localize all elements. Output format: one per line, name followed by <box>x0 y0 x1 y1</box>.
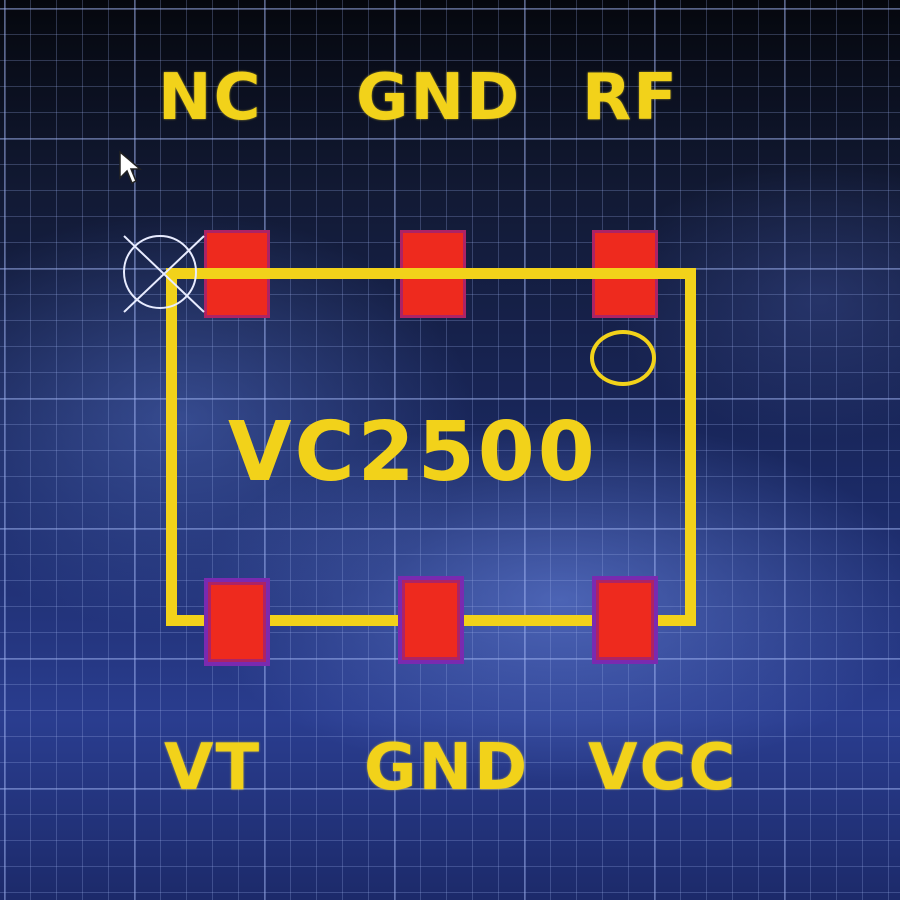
arrow-cursor-icon <box>119 150 143 185</box>
pad-bottom-3[interactable] <box>592 576 658 664</box>
pin-label-nc: NC <box>158 61 263 135</box>
pin-label-gnd-bottom: GND <box>364 731 530 805</box>
pad-bottom-2[interactable] <box>398 576 464 664</box>
origin-crosshair-icon <box>123 235 205 313</box>
pad-bottom-1[interactable] <box>204 578 270 666</box>
pin-label-vt: VT <box>164 731 262 805</box>
pin-label-gnd-top: GND <box>356 61 522 135</box>
part-name-label[interactable]: VC2500 <box>228 405 598 500</box>
pin-label-rf: RF <box>582 61 679 135</box>
pin-label-vcc: VCC <box>588 731 738 805</box>
pin1-circle-marker <box>590 330 656 386</box>
